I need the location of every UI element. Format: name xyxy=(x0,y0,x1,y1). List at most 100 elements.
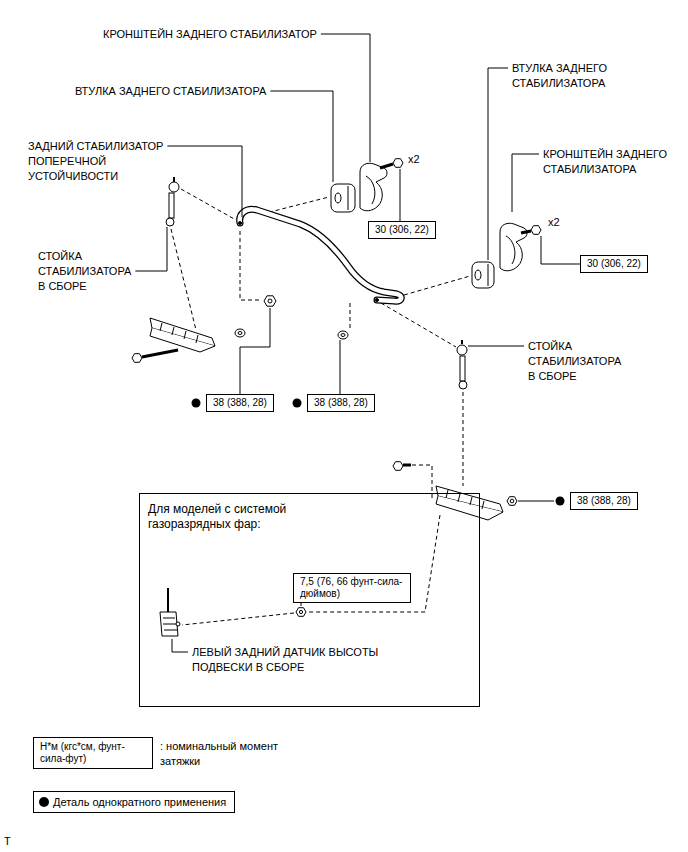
dashed-guide xyxy=(463,392,464,486)
bolt xyxy=(393,159,403,168)
leader-line xyxy=(240,308,270,394)
washer xyxy=(341,334,345,337)
leader-line xyxy=(135,227,167,271)
stabilizer-link xyxy=(460,356,465,381)
unit-note: Н*м (кгс*см, фунт-сила-фут) xyxy=(40,741,146,765)
nut xyxy=(507,497,517,506)
stabilizer-bracket xyxy=(366,176,375,204)
leader-line xyxy=(468,346,524,347)
legend-entry: Деталь однократного применения xyxy=(33,791,235,813)
part-name: ВТУЛКА ЗАДНЕГО СТАБИЛИЗАТОРА xyxy=(512,61,642,91)
stabilizer-link xyxy=(457,345,467,355)
stabilizer-bracket xyxy=(500,223,527,271)
bolt xyxy=(403,464,411,467)
single-use-mark xyxy=(192,399,201,408)
stabilizer-bushing xyxy=(331,184,494,288)
part-name: ВТУЛКА ЗАДНЕГО СТАБИЛИЗАТОРА xyxy=(75,84,266,99)
height-sensor xyxy=(163,618,177,630)
torque-box: 38 (388, 28) xyxy=(570,492,638,510)
stabilizer-bushing xyxy=(335,193,341,203)
torque-value: 7,5 (76, 66 фунт-сила-дюймов) xyxy=(300,576,404,600)
dashed-guide xyxy=(381,303,456,347)
part-name: ЗАДНИЙ СТАБИЛИЗАТОР ПОПЕРЕЧНОЙ УСТОЙЧИВО… xyxy=(28,139,193,184)
stabilizer-bushing xyxy=(488,264,489,286)
stabilizer-bracket xyxy=(360,163,527,271)
stabilizer-bushing xyxy=(331,184,355,212)
bolt xyxy=(380,164,393,168)
leader-line xyxy=(340,340,341,394)
stabilizer-bushing xyxy=(348,186,349,210)
stabilizer-bracket xyxy=(360,163,387,211)
single-use-mark xyxy=(556,497,565,506)
height-sensor xyxy=(160,612,178,636)
washer xyxy=(338,331,348,339)
torque-value: 30 (306, 22) xyxy=(375,224,429,236)
leader-line xyxy=(400,169,401,221)
torque-box: 30 (306, 22) xyxy=(580,255,648,273)
dashed-guide xyxy=(171,229,196,330)
single-use-mark xyxy=(39,797,49,807)
leader-line xyxy=(488,68,508,260)
bolt xyxy=(531,226,541,235)
washer xyxy=(235,329,348,339)
inset-panel: Для моделей с системой газоразрядных фар… xyxy=(139,493,480,707)
dashed-guide xyxy=(181,189,236,220)
nut xyxy=(268,299,272,303)
stabilizer-link xyxy=(173,177,175,182)
stabilizer-bar xyxy=(239,222,242,225)
torque-value: 38 (388, 28) xyxy=(314,397,368,409)
bolt xyxy=(142,350,178,357)
nut xyxy=(264,296,276,306)
leader-line xyxy=(270,91,333,182)
height-sensor xyxy=(176,622,180,626)
nut xyxy=(296,608,306,617)
leader-line xyxy=(321,34,370,162)
stabilizer-link xyxy=(166,177,467,389)
stabilizer-link xyxy=(169,182,179,192)
stabilizer-link xyxy=(169,193,174,218)
bolt xyxy=(393,462,403,471)
legend-text: Деталь однократного применения xyxy=(53,795,226,809)
part-name: СТОЙКА СТАБИЛИЗАТОРА В СБОРЕ xyxy=(38,249,140,294)
unit-box: Н*м (кгс*см, фунт-сила-фут) xyxy=(33,737,153,769)
part-name: СТОЙКА СТАБИЛИЗАТОРА В СБОРЕ xyxy=(528,339,630,384)
nut xyxy=(510,499,514,503)
height-sensor xyxy=(167,588,169,612)
torque-value: 30 (306, 22) xyxy=(587,258,641,270)
dashed-guide xyxy=(240,231,262,300)
leader-line xyxy=(512,154,539,212)
leader-line xyxy=(541,236,580,264)
dashed-guide xyxy=(171,189,470,625)
legend-note: : номинальный момент затяжки xyxy=(160,739,290,769)
inset-heading: Для моделей с системой газоразрядных фар… xyxy=(148,502,318,532)
stabilizer-link xyxy=(166,218,174,226)
leader-line xyxy=(301,603,302,606)
part-name: ЛЕВЫЙ ЗАДНИЙ ДАТЧИК ВЫСОТЫ ПОДВЕСКИ В СБ… xyxy=(192,645,392,675)
bolt xyxy=(132,354,142,363)
stabilizer-bar xyxy=(376,299,379,302)
leader-line xyxy=(518,501,554,502)
torque-value: 38 (388, 28) xyxy=(213,397,267,409)
torque-box: 30 (306, 22) xyxy=(368,221,436,239)
part-name: КРОНШТЕЙН ЗАДНЕГО СТАБИЛИЗАТОРА xyxy=(543,147,683,177)
suspension-arm xyxy=(436,496,503,520)
stabilizer-bushing xyxy=(475,270,481,280)
torque-value: 38 (388, 28) xyxy=(577,495,631,507)
quantity: x2 xyxy=(548,215,560,230)
single-use-mark xyxy=(293,399,302,408)
height-sensor xyxy=(160,588,180,636)
bolt xyxy=(132,159,541,471)
part-name: КРОНШТЕЙН ЗАДНЕГО СТАБИЛИЗАТОР xyxy=(103,27,317,42)
washer xyxy=(238,332,242,335)
dashed-guide xyxy=(412,465,432,500)
suspension-arm xyxy=(150,328,215,352)
stabilizer-link xyxy=(461,340,463,344)
washer xyxy=(235,329,245,337)
torque-box: 38 (388, 28) xyxy=(206,394,274,412)
dashed-guide xyxy=(350,303,351,329)
nut xyxy=(299,610,302,613)
stabilizer-bushing xyxy=(472,262,494,288)
stabilizer-bracket xyxy=(506,236,515,264)
exploded-view xyxy=(132,34,580,652)
